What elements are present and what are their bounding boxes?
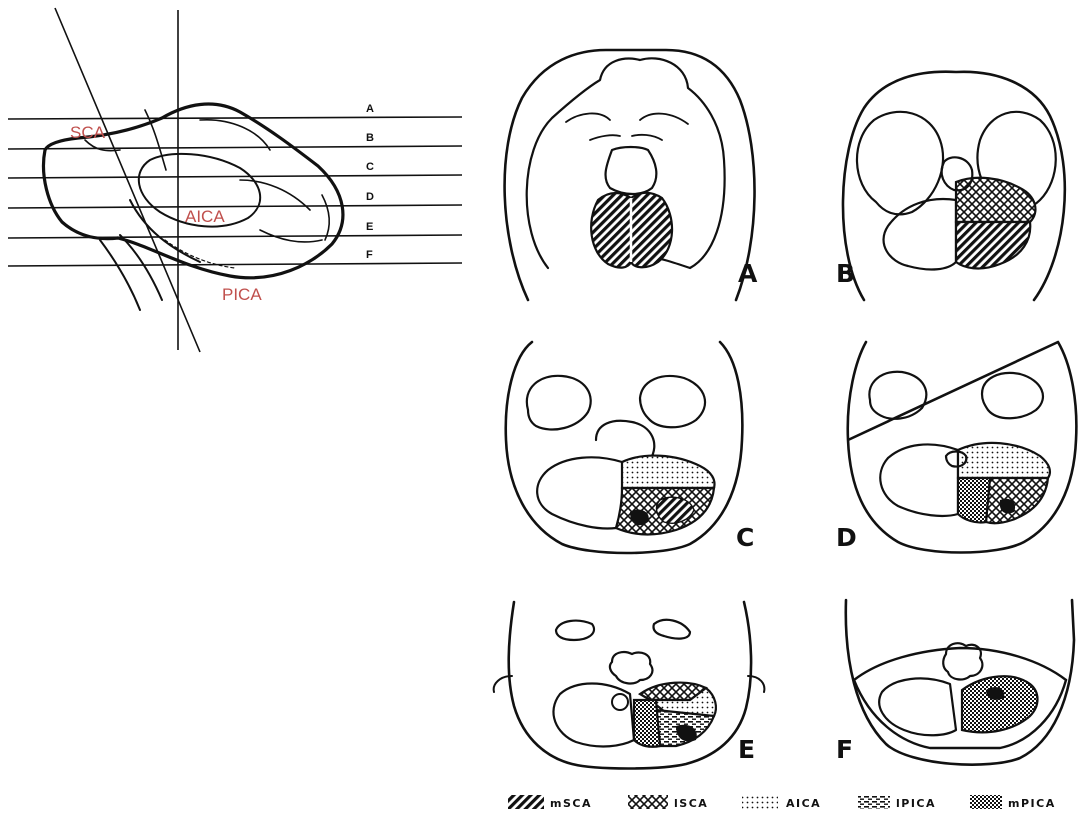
lSCA-territory (956, 178, 1035, 222)
legend-swatch (742, 795, 778, 809)
axial-panel-d: D (836, 342, 1076, 553)
level-label-b: B (366, 132, 374, 144)
legend-label: lSCA (674, 797, 708, 810)
level-label-c: C (366, 161, 374, 173)
panel-b-label: B (836, 259, 855, 288)
axial-panel-b: B (836, 72, 1065, 300)
lSCA-territory (986, 478, 1048, 523)
legend-item-msca: mSCA (508, 795, 592, 810)
tentorium-line (854, 648, 1066, 680)
left-hemisphere-outline (537, 457, 623, 528)
panel-a-label: A (738, 259, 758, 288)
skull-outline (509, 602, 751, 769)
level-line-a (8, 117, 462, 119)
level-line-b (8, 146, 462, 149)
mSCA-territory (956, 222, 1030, 268)
level-label-e: E (366, 221, 373, 233)
level-line-e (8, 235, 462, 238)
axial-panel-a: A (505, 50, 758, 300)
axial-panel-e: E (494, 602, 765, 769)
mPICA-territory (634, 700, 660, 747)
left-hemisphere-outline (884, 199, 956, 269)
left-hemisphere-outline (879, 678, 956, 735)
level-line-f (8, 263, 462, 266)
axial-panel-c: C (506, 342, 755, 553)
sca-label: SCA (70, 123, 106, 142)
AICA-territory (622, 456, 714, 488)
skull-outline (843, 72, 1065, 300)
legend-label: mSCA (550, 797, 592, 810)
legend-swatch (628, 795, 668, 809)
midbrain-outline (606, 147, 657, 194)
pica-label: PICA (222, 285, 262, 304)
panel-f-label: F (836, 735, 853, 764)
panel-e-label: E (738, 735, 755, 764)
AICA-territory (958, 443, 1050, 478)
legend-label: AICA (786, 797, 821, 810)
legend-swatch (970, 795, 1002, 809)
aica-label: AICA (185, 207, 225, 226)
mPICA-territory (958, 478, 990, 523)
legend-swatch (508, 795, 544, 809)
legend-label: mPICA (1008, 797, 1056, 810)
legend-item-lpica: lPICA (858, 795, 936, 810)
legend-item-aica: AICA (742, 795, 821, 810)
axial-panel-f: F (836, 600, 1074, 765)
level-label-a: A (366, 103, 374, 115)
level-label-d: D (366, 191, 374, 203)
level-label-f: F (366, 249, 373, 261)
left-hemisphere-outline (553, 684, 634, 747)
level-line-c (8, 175, 462, 178)
legend-item-mpica: mPICA (970, 795, 1056, 810)
level-line-d (8, 205, 462, 208)
legend-label: lPICA (896, 797, 936, 810)
legend: mSCA lSCA AICA lPICA mPICA (508, 795, 1056, 810)
legend-swatch (858, 795, 890, 809)
lateral-view: SCA AICA PICA A B C D E F (8, 8, 462, 352)
skull-outline (846, 600, 1074, 765)
panel-d-label: D (836, 523, 857, 552)
legend-item-lsca: lSCA (628, 795, 708, 810)
mPICA-territory (962, 676, 1038, 732)
panel-c-label: C (736, 523, 754, 552)
